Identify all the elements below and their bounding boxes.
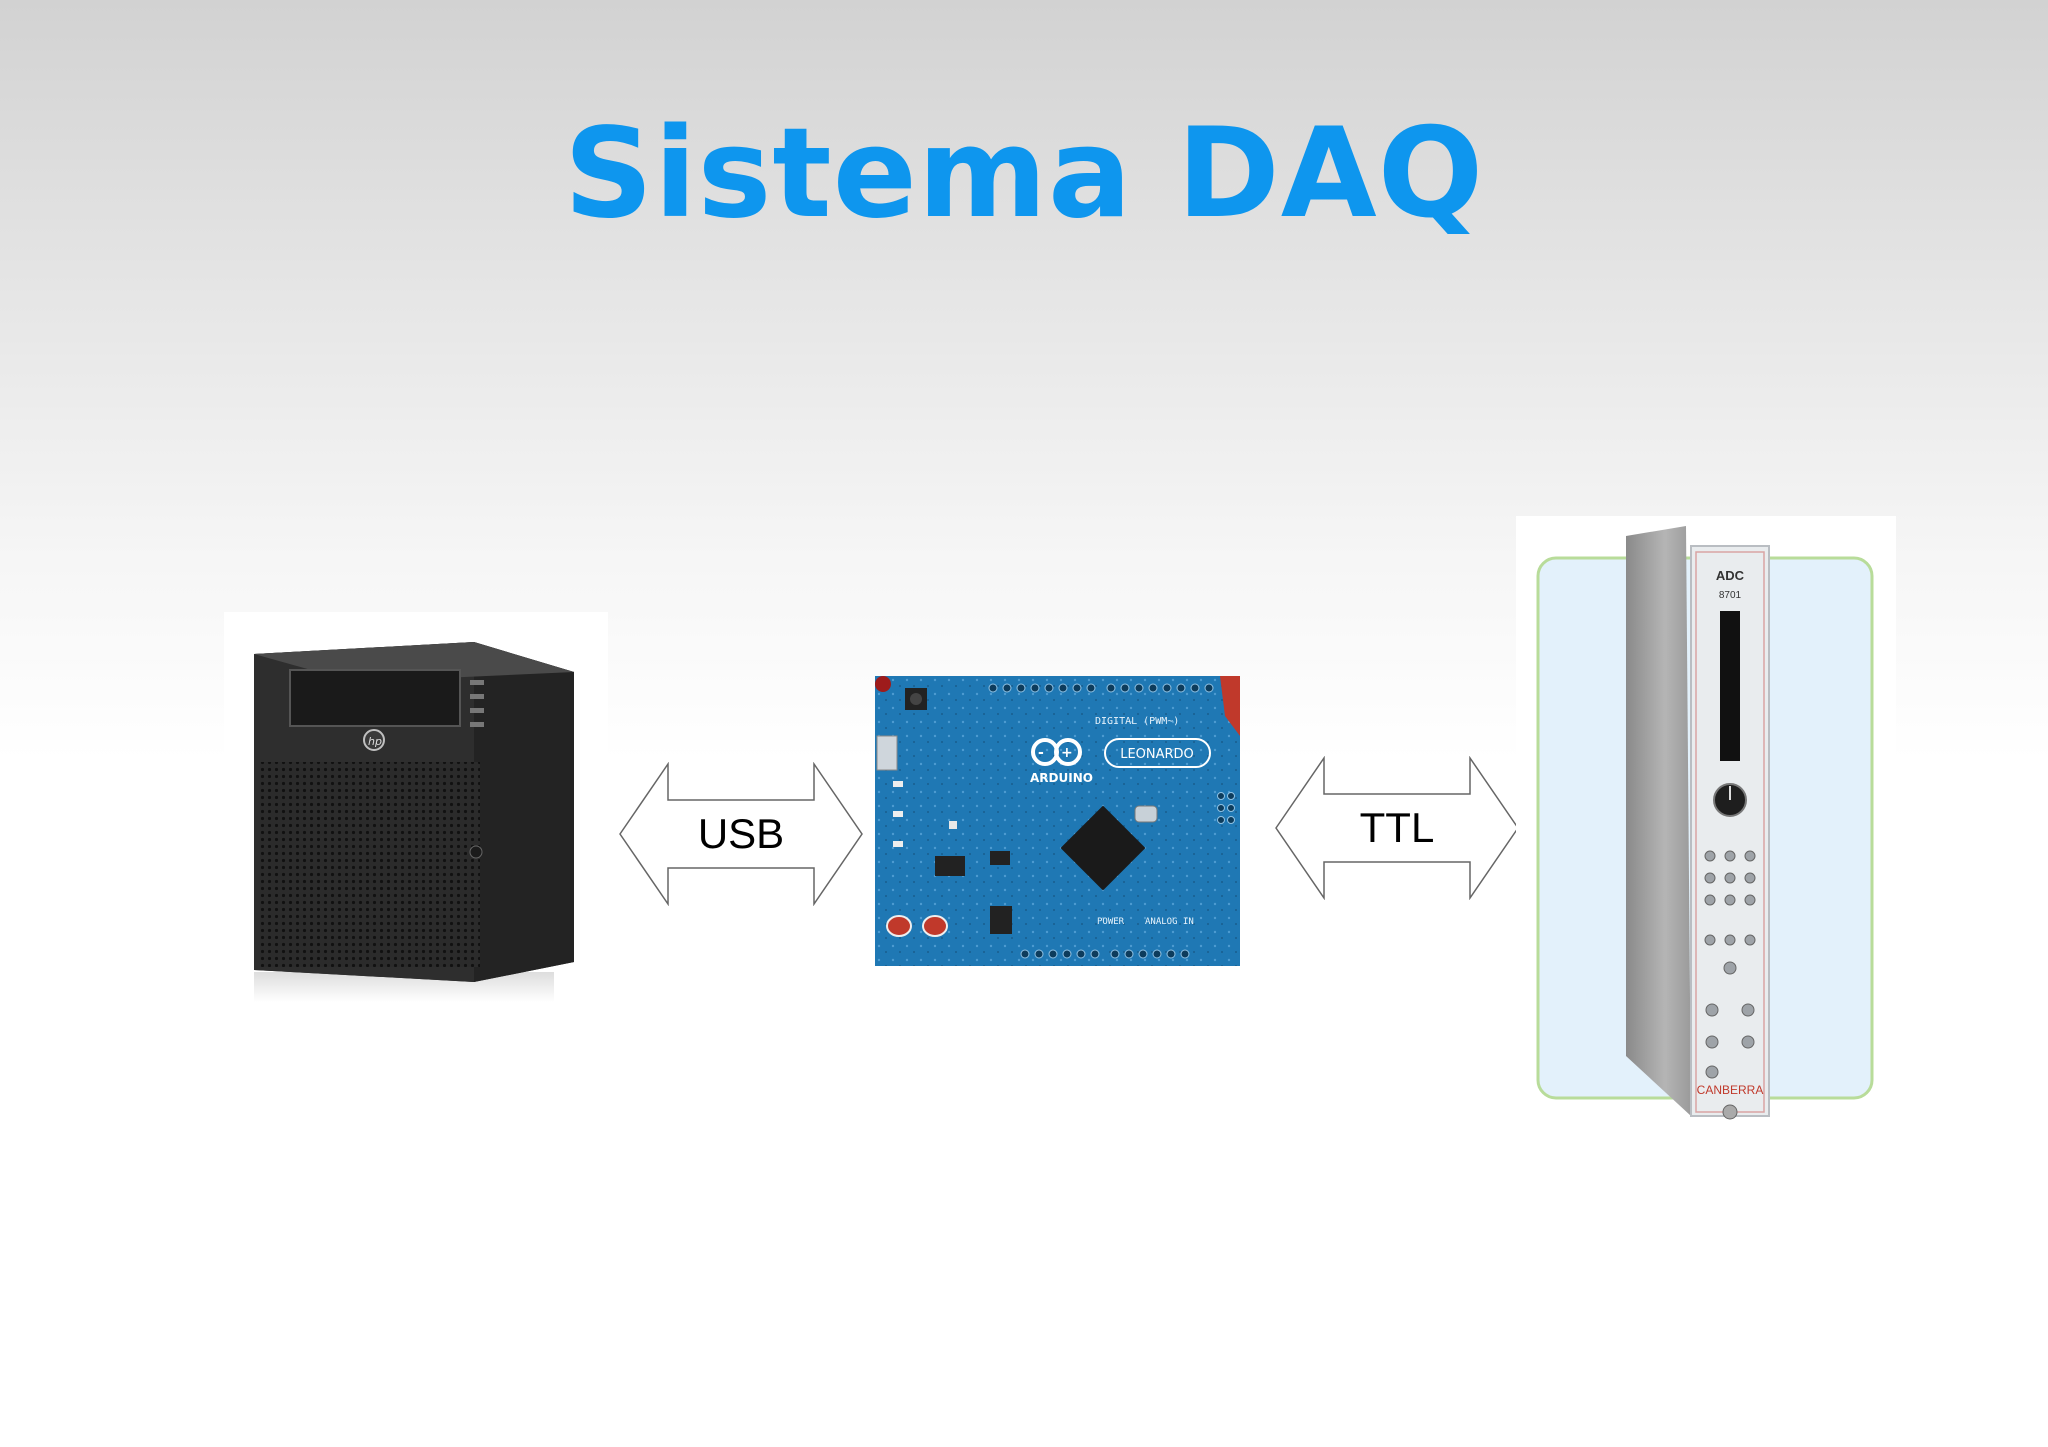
usb-connection-arrow: USB [618,762,864,906]
svg-text:LEONARDO: LEONARDO [1120,747,1194,762]
adc-module-icon: ADC 8701 CANBERRA [1516,516,1896,1128]
usb-label: USB [698,810,784,857]
svg-text:ANALOG IN: ANALOG IN [1145,917,1194,927]
computer-icon: hp [224,612,608,1012]
slide-title: Sistema DAQ [0,100,2048,249]
svg-text:-: - [1038,745,1044,761]
adc-node: ADC 8701 CANBERRA [1516,516,1896,1128]
svg-text:8701: 8701 [1719,590,1742,601]
svg-text:+: + [1061,745,1073,761]
svg-text:CANBERRA: CANBERRA [1697,1083,1764,1097]
svg-text:ARDUINO: ARDUINO [1030,771,1093,785]
computer-node: hp [224,612,608,1012]
svg-text:ADC: ADC [1716,568,1745,583]
svg-text:DIGITAL (PWM~): DIGITAL (PWM~) [1095,716,1179,727]
arduino-node: DIGITAL (PWM~) POWER ANALOG IN - + ARDUI… [875,676,1240,966]
svg-text:POWER: POWER [1097,917,1125,927]
svg-text:hp: hp [368,735,382,748]
arduino-board-icon: DIGITAL (PWM~) POWER ANALOG IN - + ARDUI… [875,676,1240,966]
ttl-label: TTL [1360,804,1435,851]
ttl-connection-arrow: TTL [1274,756,1520,900]
